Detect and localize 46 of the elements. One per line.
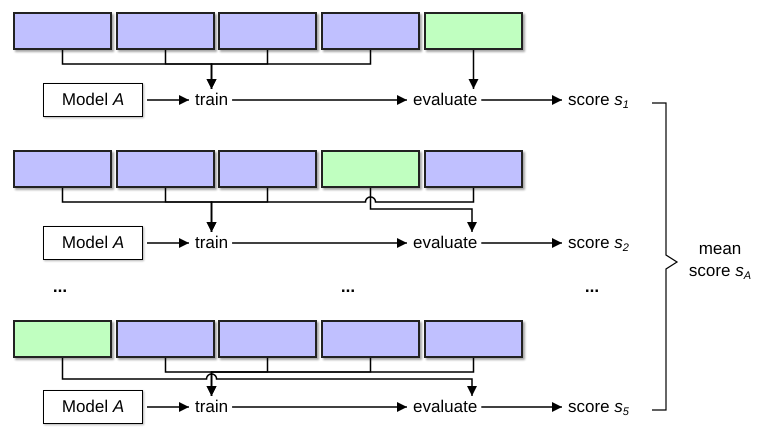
ellipsis-label: ... <box>52 276 68 298</box>
step-label: evaluate <box>413 89 478 111</box>
arrow <box>232 95 407 105</box>
training-fold-box <box>424 150 523 188</box>
arrow <box>481 95 562 105</box>
step-label: evaluate <box>413 232 478 254</box>
arrow <box>206 358 474 396</box>
training-fold-box <box>218 150 317 188</box>
arrow <box>206 50 372 89</box>
training-fold-box <box>321 12 420 50</box>
arrow <box>206 188 474 232</box>
training-fold-box <box>218 12 317 50</box>
training-fold-box <box>116 320 215 358</box>
training-fold-box <box>321 320 420 358</box>
test-fold-box <box>13 320 112 358</box>
step-label: train <box>195 396 228 418</box>
ellipsis-label: ... <box>584 276 600 298</box>
arrow <box>370 188 477 232</box>
model-box: Model A <box>43 83 143 117</box>
training-fold-box <box>116 150 215 188</box>
step-label: evaluate <box>413 396 478 418</box>
training-fold-box <box>116 12 215 50</box>
test-fold-box <box>321 150 420 188</box>
training-fold-box <box>13 150 112 188</box>
step-label: score s$_{1}$ <box>568 89 629 111</box>
arrow <box>468 50 478 89</box>
arrow <box>147 402 189 412</box>
training-fold-box <box>424 320 523 358</box>
arrow <box>232 238 407 248</box>
test-fold-box <box>424 12 523 50</box>
arrow <box>481 402 562 412</box>
arrow <box>62 358 477 396</box>
training-fold-box <box>218 320 317 358</box>
step-label: score s$_{2}$ <box>568 232 629 254</box>
result-label: mean score s$_{A}$ <box>688 238 752 282</box>
arrow <box>147 238 189 248</box>
arrow <box>481 238 562 248</box>
step-label: train <box>195 89 228 111</box>
step-label: train <box>195 232 228 254</box>
training-fold-box <box>13 12 112 50</box>
ellipsis-label: ... <box>340 276 356 298</box>
model-box: Model A <box>43 226 143 260</box>
step-label: score s$_{5}$ <box>568 396 629 418</box>
arrow <box>147 95 189 105</box>
model-box: Model A <box>43 390 143 424</box>
arrow <box>232 402 407 412</box>
